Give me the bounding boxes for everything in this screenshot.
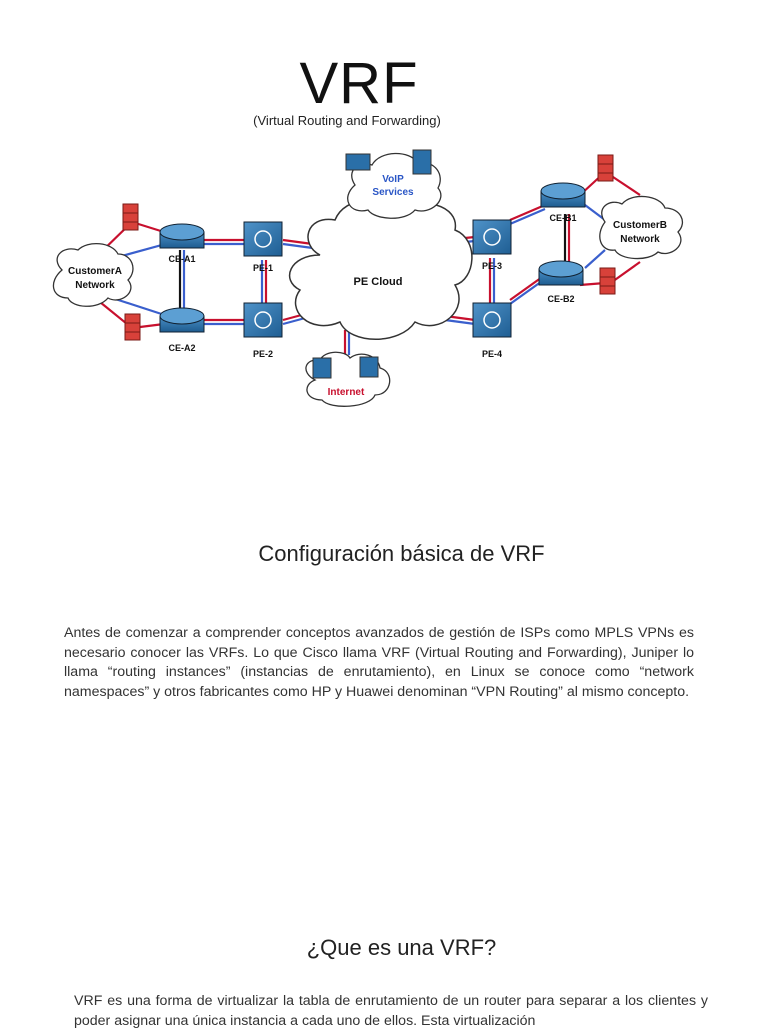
pe-cloud-label: PE Cloud [354, 276, 403, 288]
network-diagram: PE Cloud VoIP Services Internet Customer… [52, 149, 683, 407]
customer-a-label-2: Network [75, 280, 115, 291]
voip-label-1: VoIP [382, 174, 404, 185]
firewall-icon [599, 267, 616, 295]
pe1-label: PE-1 [253, 263, 273, 273]
pe4-label: PE-4 [482, 349, 502, 359]
customer-b-label-1: CustomerB [613, 220, 667, 231]
pe-cloud: PE Cloud [288, 199, 473, 340]
voip-gateway-icon [345, 153, 371, 171]
switch-icon-pe1: PE-1 [243, 221, 283, 273]
internet-server-icon [359, 356, 379, 378]
section-paragraph-config: Antes de comenzar a comprender conceptos… [64, 625, 694, 700]
section-heading-config: Configuración básica de VRF [258, 541, 545, 566]
switch-icon-pe4: PE-4 [472, 302, 512, 359]
internet-server-icon [312, 357, 332, 379]
switch-icon-pe2: PE-2 [243, 302, 283, 359]
page-subtitle: (Virtual Routing and Forwarding) [253, 113, 441, 128]
customer-a-cloud: CustomerA Network [52, 243, 134, 307]
router-icon-ce-a1: CE-A1 [159, 223, 205, 264]
internet-cloud: Internet [305, 351, 391, 407]
section-paragraph-what-is-vrf: VRF es una forma de virtualizar la tabla… [74, 993, 708, 1029]
firewall-icon [122, 203, 139, 231]
voip-server-icon [412, 149, 432, 175]
ce-a2-label: CE-A2 [168, 343, 195, 353]
internet-label: Internet [328, 387, 365, 398]
pe2-label: PE-2 [253, 349, 273, 359]
firewall-icon [124, 313, 141, 341]
page-title: VRF [299, 51, 419, 116]
ce-b2-label: CE-B2 [547, 294, 574, 304]
switch-icon-pe3: PE-3 [472, 219, 512, 271]
router-icon-ce-b1: CE-B1 [540, 182, 586, 223]
router-icon-ce-b2: CE-B2 [538, 260, 584, 304]
customer-b-label-2: Network [620, 234, 660, 245]
pe3-label: PE-3 [482, 261, 502, 271]
firewall-icon [597, 154, 614, 182]
voip-services-cloud: VoIP Services [345, 149, 442, 219]
router-icon-ce-a2: CE-A2 [159, 307, 205, 353]
customer-b-cloud: CustomerB Network [599, 195, 683, 260]
customer-a-label-1: CustomerA [68, 266, 122, 277]
voip-label-2: Services [372, 187, 414, 198]
section-heading-what-is-vrf: ¿Que es una VRF? [306, 935, 497, 960]
ce-b1-label: CE-B1 [549, 213, 576, 223]
ce-a1-label: CE-A1 [168, 254, 195, 264]
